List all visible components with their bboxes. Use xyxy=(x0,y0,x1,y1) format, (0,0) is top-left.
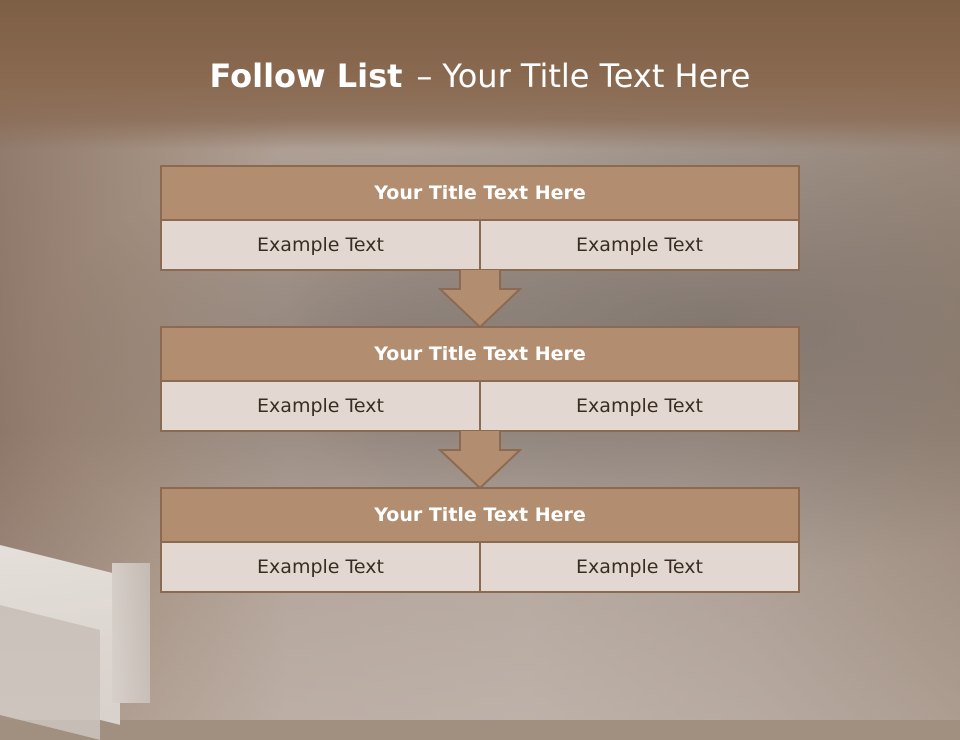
slide-title: Follow List–Your Title Text Here xyxy=(0,56,960,96)
monitor-image xyxy=(0,545,155,740)
block-cell-right: Example Text xyxy=(481,382,800,432)
block-cell-left: Example Text xyxy=(160,221,481,271)
list-block-3: Your Title Text Here Example Text Exampl… xyxy=(160,487,800,593)
slide-title-bold: Follow List xyxy=(209,57,403,95)
block-cell-left: Example Text xyxy=(160,382,481,432)
down-arrow-icon xyxy=(438,430,522,490)
block-cell-right: Example Text xyxy=(481,221,800,271)
list-block-2: Your Title Text Here Example Text Exampl… xyxy=(160,326,800,432)
block-title: Your Title Text Here xyxy=(160,326,800,382)
block-row: Example Text Example Text xyxy=(160,221,800,271)
block-title: Your Title Text Here xyxy=(160,165,800,221)
block-row: Example Text Example Text xyxy=(160,543,800,593)
block-cell-left: Example Text xyxy=(160,543,481,593)
slide-title-separator: – xyxy=(416,57,433,95)
list-block-1: Your Title Text Here Example Text Exampl… xyxy=(160,165,800,271)
slide-title-rest: Your Title Text Here xyxy=(442,57,751,95)
block-cell-right: Example Text xyxy=(481,543,800,593)
down-arrow-icon xyxy=(438,269,522,329)
title-band xyxy=(0,0,960,150)
block-title: Your Title Text Here xyxy=(160,487,800,543)
block-row: Example Text Example Text xyxy=(160,382,800,432)
